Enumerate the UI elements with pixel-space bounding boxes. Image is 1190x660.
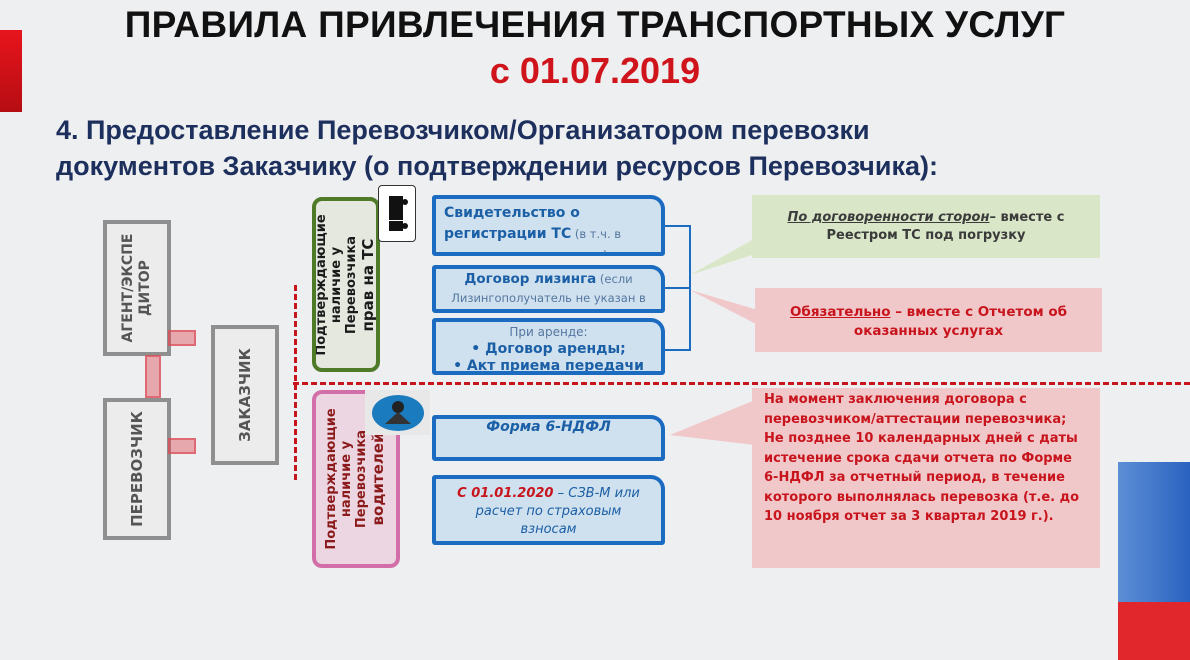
agent-box: АГЕНТ/ЭКСПЕ ДИТОР (103, 220, 171, 356)
deadline-line: Не позднее 10 календарных дней с даты ис… (764, 431, 1080, 524)
decor-bar (0, 30, 22, 112)
divider-horizontal (293, 382, 1190, 385)
doc-registration-certificate: Свидетельство о регистрации ТС (в т.ч. в… (432, 195, 665, 256)
callout-deadlines: На момент заключения договора с перевозч… (752, 388, 1100, 568)
doc-leasing-contract: Договор лизинга (если Лизингополучатель … (432, 265, 665, 313)
decor-flag-red (1118, 602, 1190, 660)
slide-date: с 01.07.2019 (489, 50, 701, 91)
truck-icon (378, 185, 416, 242)
arrow-carrier-customer (168, 438, 196, 454)
decor-flag-blue (1118, 462, 1190, 602)
slide-subtitle: 4. Предоставление Перевозчиком/Организат… (56, 112, 938, 184)
callout-mandatory: Обязательно – вместе с Отчетом об оказан… (755, 288, 1102, 352)
customer-box: ЗАКАЗЧИК (211, 325, 279, 465)
doc-rental: При аренде: • Договор аренды; • Акт прие… (432, 318, 665, 375)
subtitle-line: 4. Предоставление Перевозчиком/Организат… (56, 115, 870, 145)
callout-agreement: По договоренности сторон– вместе с Реест… (752, 195, 1100, 258)
carrier-label: ПЕРЕВОЗЧИК (128, 411, 146, 527)
arrow-agent-customer (168, 330, 196, 346)
doc-form-6ndfl: Форма 6-НДФЛ (432, 415, 665, 461)
deadline-line: На момент заключения договора с перевозч… (764, 392, 1067, 427)
agent-label: АГЕНТ/ЭКСПЕ ДИТОР (120, 233, 153, 343)
driver-icon (365, 390, 430, 435)
carrier-box: ПЕРЕВОЗЧИК (103, 398, 171, 540)
customer-label: ЗАКАЗЧИК (236, 348, 254, 442)
doc-szv-m: С 01.01.2020 – СЗВ-М или расчет по страх… (432, 475, 665, 545)
arrow-carrier-agent (145, 355, 161, 398)
subtitle-line: документов Заказчику (о подтверждении ре… (56, 151, 938, 181)
slide-title: ПРАВИЛА ПРИВЛЕЧЕНИЯ ТРАНСПОРТНЫХ УСЛУГ (124, 4, 1066, 45)
bracket-connector (665, 225, 758, 351)
callout-pointer (670, 400, 755, 445)
